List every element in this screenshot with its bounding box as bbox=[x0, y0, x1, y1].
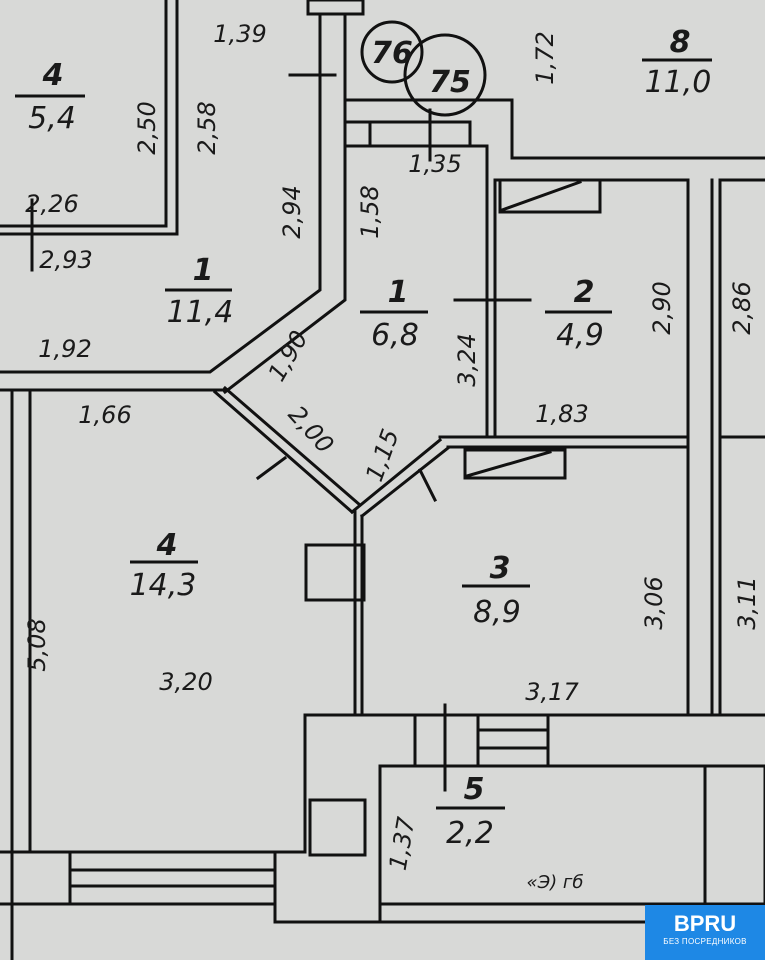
svg-text:5,08: 5,08 bbox=[23, 618, 51, 671]
svg-text:3,17: 3,17 bbox=[525, 678, 579, 706]
svg-text:1: 1 bbox=[193, 253, 214, 288]
svg-text:1: 1 bbox=[388, 275, 409, 310]
svg-text:3,20: 3,20 bbox=[159, 668, 212, 696]
dimension-labels: 1,39 2,50 2,58 2,26 2,93 2,94 1,58 1,35 … bbox=[23, 20, 761, 872]
svg-text:4,9: 4,9 bbox=[556, 318, 604, 353]
svg-text:2,90: 2,90 bbox=[648, 281, 676, 334]
svg-text:4: 4 bbox=[42, 58, 64, 93]
svg-text:11,4: 11,4 bbox=[167, 295, 234, 330]
svg-text:6,8: 6,8 bbox=[371, 318, 419, 353]
svg-text:2,50: 2,50 bbox=[133, 101, 161, 154]
circle-marker bbox=[403, 33, 487, 117]
svg-text:3,06: 3,06 bbox=[640, 576, 668, 629]
svg-text:5: 5 bbox=[464, 772, 485, 807]
svg-text:4: 4 bbox=[156, 528, 178, 563]
svg-text:2,26: 2,26 bbox=[25, 190, 78, 218]
room-label: 1 6,8 bbox=[360, 275, 428, 353]
room-label: 5 2,2 bbox=[436, 772, 505, 851]
svg-text:1,72: 1,72 bbox=[531, 31, 559, 84]
svg-text:3,11: 3,11 bbox=[733, 576, 761, 629]
svg-text:3: 3 bbox=[490, 551, 511, 586]
svg-text:2,00: 2,00 bbox=[283, 400, 340, 458]
circle-label: 76 bbox=[371, 36, 413, 71]
svg-text:5,4: 5,4 bbox=[28, 101, 76, 136]
svg-text:2,58: 2,58 bbox=[193, 101, 221, 154]
svg-text:2,93: 2,93 bbox=[39, 246, 92, 274]
svg-text:14,3: 14,3 bbox=[130, 568, 197, 603]
room-label: 4 14,3 bbox=[130, 528, 198, 603]
circle-marker bbox=[360, 20, 424, 84]
svg-text:1,35: 1,35 bbox=[408, 150, 461, 178]
logo-tagline: БЕЗ ПОСРЕДНИКОВ bbox=[663, 937, 747, 946]
svg-text:8: 8 bbox=[670, 25, 691, 60]
svg-text:1,66: 1,66 bbox=[78, 401, 131, 429]
room-label: 3 8,9 bbox=[462, 551, 530, 630]
svg-text:1,92: 1,92 bbox=[38, 335, 91, 363]
svg-text:2,2: 2,2 bbox=[446, 816, 494, 851]
room-label: 4 5,4 bbox=[15, 58, 85, 136]
svg-text:1,83: 1,83 bbox=[535, 400, 588, 428]
svg-text:3,24: 3,24 bbox=[453, 333, 481, 386]
svg-text:2: 2 bbox=[574, 275, 595, 310]
svg-text:2,94: 2,94 bbox=[278, 185, 306, 238]
svg-text:11,0: 11,0 bbox=[645, 65, 712, 100]
svg-text:8,9: 8,9 bbox=[473, 595, 521, 630]
circle-label: 75 bbox=[429, 65, 471, 100]
svg-text:1,37: 1,37 bbox=[384, 814, 421, 872]
room-label: 1 11,4 bbox=[165, 253, 233, 330]
handwritten-note: «Э) гб bbox=[527, 872, 584, 893]
bpru-logo[interactable]: BPRU БЕЗ ПОСРЕДНИКОВ bbox=[645, 905, 765, 960]
room-label: 2 4,9 bbox=[545, 275, 612, 353]
room-label: 8 11,0 bbox=[642, 25, 712, 100]
logo-brand: BPRU bbox=[673, 911, 737, 936]
svg-text:2,86: 2,86 bbox=[728, 281, 756, 334]
svg-text:1,39: 1,39 bbox=[213, 20, 266, 48]
svg-text:1,58: 1,58 bbox=[356, 185, 384, 238]
